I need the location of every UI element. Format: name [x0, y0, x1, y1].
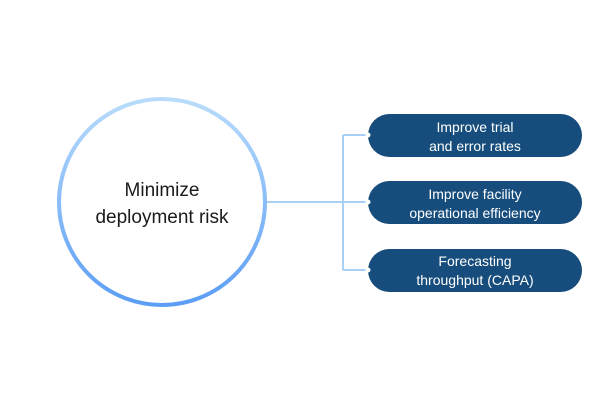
outcome-pill-1: Improve trial and error rates [365, 114, 582, 157]
outcome-pill-2-line-1: Improve facility [428, 186, 521, 202]
center-node: Minimize deployment risk [57, 97, 267, 307]
center-title-line-2: deployment risk [95, 207, 229, 228]
outcome-pill-3: Forecasting throughput (CAPA) [365, 249, 582, 292]
center-ring [57, 97, 267, 307]
outcome-pill-2: Improve facility operational efficiency [365, 181, 582, 224]
center-title-line-1: Minimize [125, 180, 200, 201]
outcome-pill-1-line-1: Improve trial [436, 119, 513, 135]
outcome-pill-1-dot [365, 132, 371, 138]
outcome-pill-3-line-2: throughput (CAPA) [416, 272, 533, 288]
outcome-pill-3-bg [368, 249, 582, 292]
outcome-pill-3-dot [365, 267, 371, 273]
outcome-pill-1-bg [368, 114, 582, 157]
outcome-pill-2-line-2: operational efficiency [409, 205, 540, 221]
outcome-pill-3-line-1: Forecasting [438, 253, 511, 269]
connector-lines [267, 134, 368, 271]
outcome-pill-2-bg [368, 181, 582, 224]
outcome-pill-2-dot [365, 199, 371, 205]
outcome-pill-1-line-2: and error rates [429, 138, 521, 154]
